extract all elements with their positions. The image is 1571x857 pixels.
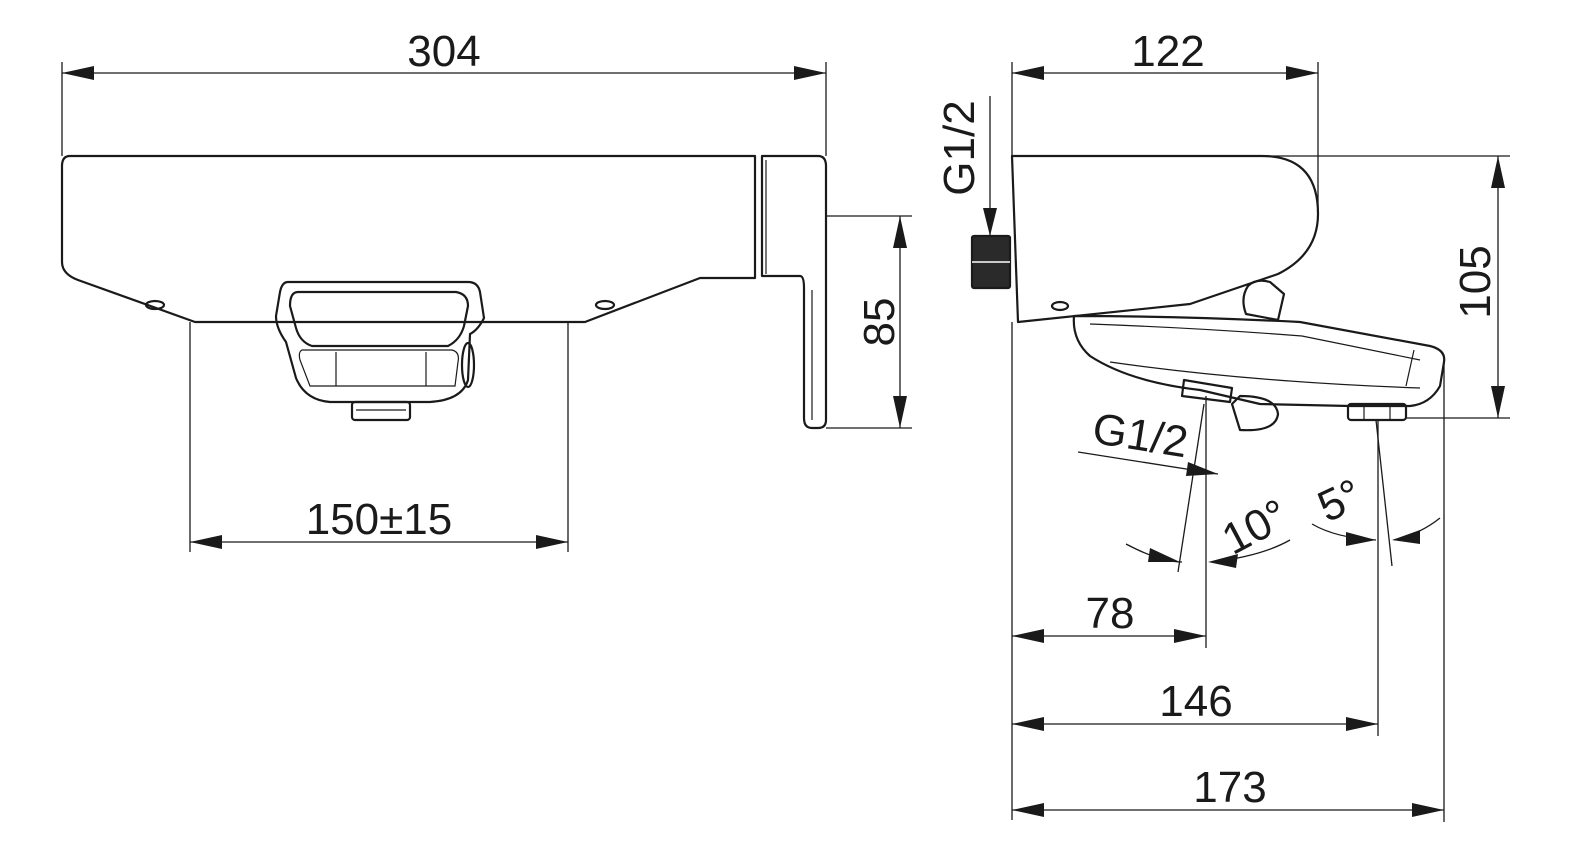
side-spout-outlet [1346,402,1408,422]
side-depth-arrow-left [1012,66,1044,80]
front-sensor-housing [274,280,486,404]
front-spacing-arrow-right [536,535,568,549]
side-spout-outline [1072,314,1446,408]
side-outlet-axis-tilted [1177,403,1205,573]
front-body-outline [60,154,757,324]
side-neck [1242,279,1286,322]
front-spacing-label: 150±15 [306,495,453,544]
side-173-arrow-left [1012,803,1044,817]
side-depth-arrow-right [1286,66,1318,80]
front-screw-right [594,299,616,311]
side-173-arrow-right [1412,803,1444,817]
side-146-arrow-left [1012,717,1044,731]
front-sensor-window [288,290,470,348]
side-outlet-leader-arrow [1186,462,1218,476]
front-height-label: 85 [855,298,904,347]
side-screw [1050,300,1070,312]
side-outlet-fitting [1180,378,1234,404]
side-78-arrow-left [1012,629,1044,643]
front-spacing-arrow-left [190,535,222,549]
side-angle-10-label: 10° [1214,490,1296,565]
side-body-outline [1010,154,1320,324]
front-width-label: 304 [407,27,480,76]
side-spout-lower-edge [1109,361,1421,389]
side-173-label: 173 [1193,763,1266,812]
front-width-arrow-left [62,66,94,80]
side-146-label: 146 [1159,677,1232,726]
side-height-label: 105 [1451,245,1500,318]
side-146-arrow-right [1346,717,1378,731]
side-spout-axis-tilted [1375,419,1393,567]
side-spout-tip-edge [1405,349,1415,387]
side-inlet-leader-arrow [983,208,997,236]
side-outlet-knob [1230,394,1280,432]
front-outlet [350,400,412,422]
front-sensor-lower-band [298,349,459,387]
side-angle-5-arrow-right [1392,530,1420,544]
side-78-label: 78 [1086,589,1135,638]
side-angle-10-arrow-right [1208,554,1238,568]
front-width-arrow-right [794,66,826,80]
side-angle-5-arrow-left [1346,532,1376,546]
side-height-arrow-top [1491,156,1505,188]
front-height-arrow-top [893,216,907,248]
front-view: 304 150±15 85 [60,27,912,552]
side-inlet-thread-label: G1/2 [935,100,984,195]
side-view: G1/2 122 105 G1/2 10° 5° [935,27,1510,822]
side-outlet-thread-label: G1/2 [1089,404,1191,467]
front-screw-left [144,299,166,311]
front-wall-plate [760,154,828,430]
side-depth-label: 122 [1131,27,1204,76]
side-78-arrow-right [1174,629,1206,643]
side-spout-inner [1089,323,1421,361]
front-side-knob [460,341,476,389]
side-angle-5-label: 5° [1310,470,1369,532]
side-height-arrow-bottom [1491,386,1505,418]
side-angle-10-arrow-left [1148,548,1180,562]
front-height-arrow-bottom [893,396,907,428]
